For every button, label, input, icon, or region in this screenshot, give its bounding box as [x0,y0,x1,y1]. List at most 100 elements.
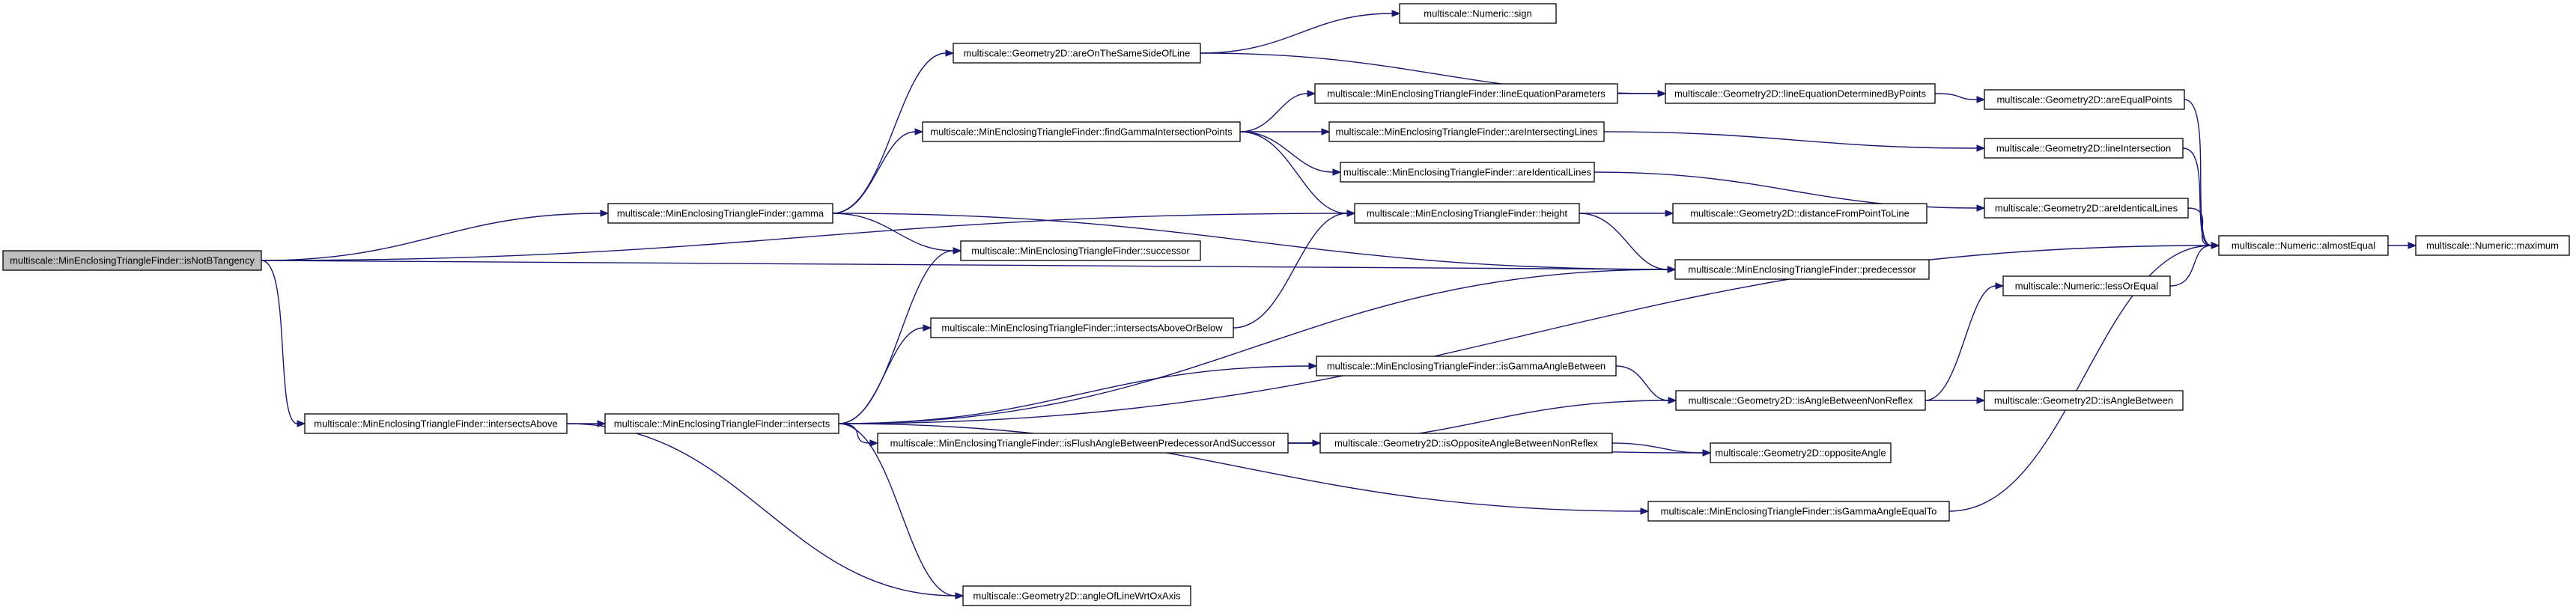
edge-line [261,213,601,261]
edge-line [1233,213,1348,329]
node-box [960,240,1201,261]
node-box [2002,275,2171,296]
node-lineEquationDeterminedByPoints[interactable]: multiscale::Geometry2D::lineEquationDete… [1665,83,1936,104]
node-label: multiscale::Geometry2D::areEqualPoints [1996,94,2172,106]
node-label: multiscale::MinEnclosingTriangleFinder::… [1327,361,1606,372]
node-box [1984,138,2184,159]
node-numericSign[interactable]: multiscale::Numeric::sign [1399,3,1557,24]
node-label: multiscale::MinEnclosingTriangleFinder::… [314,418,557,430]
node-lineIntersection[interactable]: multiscale::Geometry2D::lineIntersection [1984,138,2184,159]
node-isOppositeAngleBetweenNonReflex[interactable]: multiscale::Geometry2D::isOppositeAngleB… [1319,433,1613,454]
node-maximum[interactable]: multiscale::Numeric::maximum [2415,235,2570,256]
node-successor[interactable]: multiscale::MinEnclosingTriangleFinder::… [960,240,1201,261]
arrowhead-icon [1976,96,1986,103]
node-isAngleBetweenNonReflex[interactable]: multiscale::Geometry2D::isAngleBetweenNo… [1675,390,1926,411]
node-isGammaAngleEqualTo[interactable]: multiscale::MinEnclosingTriangleFinder::… [1647,501,1950,522]
node-box [922,121,1241,142]
arrowhead-icon [1995,282,2005,290]
edge-line [1615,365,1669,401]
node-lineEquationParameters[interactable]: multiscale::MinEnclosingTriangleFinder::… [1314,83,1618,104]
node-box [1399,3,1557,24]
node-box [2218,235,2389,256]
edge-line [838,423,871,444]
node-isAngleBetween[interactable]: multiscale::Geometry2D::isAngleBetween [1984,390,2184,411]
node-box [304,413,568,434]
edge-height-to-predecessor [1579,213,1677,273]
node-areIdenticalLinesG2D[interactable]: multiscale::Geometry2D::areIdenticalLine… [1984,198,2189,219]
nodes-layer: multiscale::MinEnclosingTriangleFinder::… [2,3,2570,606]
node-distanceFromPointToLine[interactable]: multiscale::Geometry2D::distanceFromPoin… [1672,203,1928,224]
edge-line [838,423,1641,512]
node-oppositeAngle[interactable]: multiscale::Geometry2D::oppositeAngle [1710,442,1892,463]
node-areIdenticalLinesMETF[interactable]: multiscale::MinEnclosingTriangleFinder::… [1340,162,1595,183]
node-box [2,250,262,271]
arrowhead-icon [1667,266,1677,273]
node-label: multiscale::Geometry2D::angleOfLineWrtOx… [973,591,1181,602]
arrowhead-icon [1332,168,1342,176]
node-angleOfLineWrtOxAxis[interactable]: multiscale::Geometry2D::angleOfLineWrtOx… [962,585,1191,606]
node-label: multiscale::MinEnclosingTriangleFinder::… [1688,264,1916,275]
node-intersects[interactable]: multiscale::MinEnclosingTriangleFinder::… [604,413,839,434]
arrowhead-icon [953,247,962,254]
edge-line [2169,245,2212,287]
node-gamma[interactable]: multiscale::MinEnclosingTriangleFinder::… [607,203,833,224]
arrowhead-icon [2211,242,2220,249]
edge-findGammaIntersectionPoints-to-height [1239,131,1356,217]
arrowhead-icon [597,420,607,427]
node-label: multiscale::Numeric::lessOrEqual [2015,281,2159,292]
node-box [1340,162,1595,183]
edge-findGammaIntersectionPoints-to-areIntersectingLines [1239,128,1331,135]
arrowhead-icon [955,592,965,600]
node-isFlushAngleBetweenPredecessorAndSuccessor[interactable]: multiscale::MinEnclosingTriangleFinder::… [877,433,1289,454]
node-findGammaIntersectionPoints[interactable]: multiscale::MinEnclosingTriangleFinder::… [922,121,1241,142]
node-box [1314,83,1618,104]
node-intersectsAboveOrBelow[interactable]: multiscale::MinEnclosingTriangleFinder::… [930,317,1234,338]
arrowhead-icon [1665,210,1674,217]
edge-isGammaAngleEqualTo-to-almostEqual [1948,242,2220,512]
edge-lineEquationDeterminedByPoints-to-areEqualPoints [1934,93,1986,103]
edge-intersectsAboveOrBelow-to-height [1233,210,1356,329]
node-areIntersectingLines[interactable]: multiscale::MinEnclosingTriangleFinder::… [1328,121,1605,142]
arrowhead-icon [869,439,879,447]
edge-line [1200,13,1393,54]
arrowhead-icon [1307,90,1316,97]
arrowhead-icon [1391,10,1401,17]
edges-layer [261,10,2417,600]
edge-line [838,327,924,424]
node-predecessor[interactable]: multiscale::MinEnclosingTriangleFinder::… [1674,259,1930,280]
edge-findGammaIntersectionPoints-to-lineEquationParameters [1239,90,1316,132]
node-height[interactable]: multiscale::MinEnclosingTriangleFinder::… [1354,203,1580,224]
node-label: multiscale::Geometry2D::areOnTheSameSide… [964,48,1191,59]
node-isGammaAngleBetween[interactable]: multiscale::MinEnclosingTriangleFinder::… [1316,356,1617,376]
arrowhead-icon [1321,128,1331,135]
node-areEqualPoints[interactable]: multiscale::Geometry2D::areEqualPoints [1984,89,2185,110]
node-isNotBTangency[interactable]: multiscale::MinEnclosingTriangleFinder::… [2,250,262,271]
node-lessOrEqual[interactable]: multiscale::Numeric::lessOrEqual [2002,275,2171,296]
node-almostEqual[interactable]: multiscale::Numeric::almostEqual [2218,235,2389,256]
node-areOnTheSameSideOfLine[interactable]: multiscale::Geometry2D::areOnTheSameSide… [953,43,1201,64]
node-box [1319,433,1613,454]
edge-line [1579,213,1668,270]
arrowhead-icon [923,324,932,332]
arrowhead-icon [1668,397,1677,404]
node-box [607,203,833,224]
node-label: multiscale::MinEnclosingTriangleFinder::… [1327,88,1606,100]
edge-line [838,269,1668,424]
edge-intersects-to-predecessor [838,266,1677,424]
arrowhead-icon [1346,210,1356,217]
edge-intersects-to-isFlushAngleBetweenPredecessorAndSuccessor [838,423,879,447]
node-label: multiscale::Numeric::sign [1424,8,1532,19]
node-label: multiscale::MinEnclosingTriangleFinder::… [930,126,1233,138]
node-intersectsAbove[interactable]: multiscale::MinEnclosingTriangleFinder::… [304,413,568,434]
node-label: multiscale::MinEnclosingTriangleFinder::… [1343,167,1592,178]
edge-line [1934,93,1978,100]
node-box [1984,198,2189,219]
edge-line [1925,285,1996,401]
node-box [1674,259,1930,280]
arrowhead-icon [1976,144,1986,152]
edge-line [2184,99,2212,246]
edge-intersects-to-isGammaAngleEqualTo [838,423,1650,515]
node-label: multiscale::Geometry2D::isAngleBetween [1994,395,2173,406]
edge-areOnTheSameSideOfLine-to-numericSign [1200,10,1401,54]
